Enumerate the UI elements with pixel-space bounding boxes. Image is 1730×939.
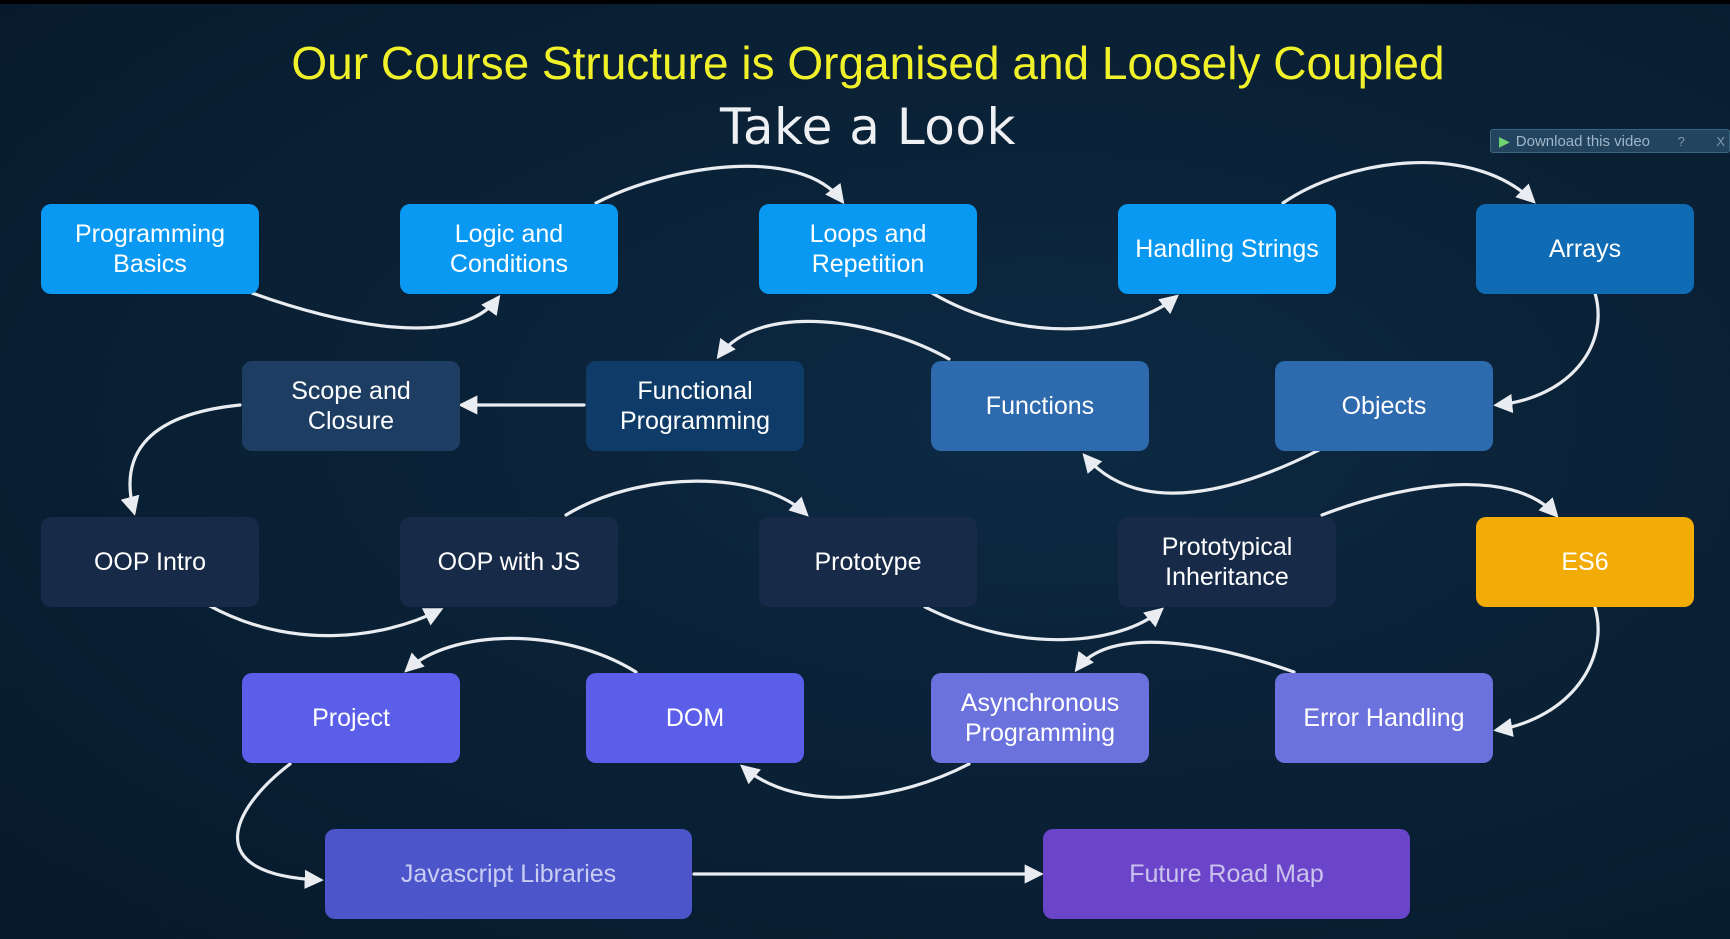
arrow-oopintro-to-oopjs	[206, 603, 444, 638]
arrow-loops-to-strings	[930, 291, 1179, 331]
slide-subtitle: Take a Look	[720, 98, 1016, 156]
node-label: Prototype	[814, 548, 922, 576]
node-label: Functions	[985, 392, 1095, 420]
arrow-functions-to-functional	[716, 319, 951, 361]
node-label: Arrays	[1548, 235, 1622, 263]
node-future-road-map[interactable]: Future Road Map	[1043, 829, 1410, 919]
node-label: DOM	[665, 704, 725, 732]
arrow-basics-to-logic	[250, 291, 501, 330]
node-label: Future Road Map	[1129, 860, 1324, 888]
node-handling-strings[interactable]: Handling Strings	[1118, 204, 1336, 294]
node-label: ES6	[1561, 548, 1609, 576]
node-label: Project	[312, 704, 390, 732]
arrow-strings-to-arrays	[1281, 160, 1536, 205]
node-label: OOP Intro	[93, 548, 207, 576]
arrow-dom-to-project	[404, 636, 638, 674]
arrow-inheritance-to-es6	[1320, 483, 1559, 518]
node-es6[interactable]: ES6	[1476, 517, 1694, 607]
arrow-prototype-to-inheritance	[923, 605, 1164, 642]
download-video-button[interactable]: ▶ Download this video ? X	[1490, 129, 1730, 153]
node-label: Javascript Libraries	[400, 860, 617, 888]
arrow-logic-to-loops	[594, 164, 845, 205]
node-label: Objects	[1341, 392, 1427, 420]
node-javascript-libraries[interactable]: Javascript Libraries	[325, 829, 692, 919]
download-label: Download this video	[1515, 132, 1651, 150]
arrow-error-to-async	[1074, 640, 1296, 674]
arrow-project-to-libraries	[236, 762, 324, 889]
node-dom[interactable]: DOM	[586, 673, 804, 763]
node-label: Error Handling	[1303, 704, 1465, 732]
help-icon[interactable]: ?	[1677, 133, 1685, 149]
arrow-objects-to-functions	[1082, 448, 1321, 495]
node-objects[interactable]: Objects	[1275, 361, 1493, 451]
node-project[interactable]: Project	[242, 673, 460, 763]
slide-title: Our Course Structure is Organised and Lo…	[291, 37, 1445, 89]
top-bar	[0, 0, 1730, 4]
arrow-es6-to-error	[1493, 605, 1600, 737]
node-arrays[interactable]: Arrays	[1476, 204, 1694, 294]
arrow-async-to-dom	[740, 762, 971, 799]
arrow-arrays-to-objects	[1493, 291, 1600, 414]
node-functions[interactable]: Functions	[931, 361, 1149, 451]
node-label: Handling Strings	[1135, 235, 1319, 263]
node-error-handling[interactable]: Error Handling	[1275, 673, 1493, 763]
node-label: OOP with JS	[437, 548, 581, 576]
arrow-oopjs-to-prototype	[564, 479, 809, 517]
play-icon: ▶	[1499, 132, 1510, 149]
node-prototype[interactable]: Prototype	[759, 517, 977, 607]
close-icon[interactable]: X	[1716, 133, 1725, 149]
arrow-scope-to-oop-intro	[120, 403, 242, 516]
node-oop-intro[interactable]: OOP Intro	[41, 517, 259, 607]
node-oop-with-js[interactable]: OOP with JS	[400, 517, 618, 607]
